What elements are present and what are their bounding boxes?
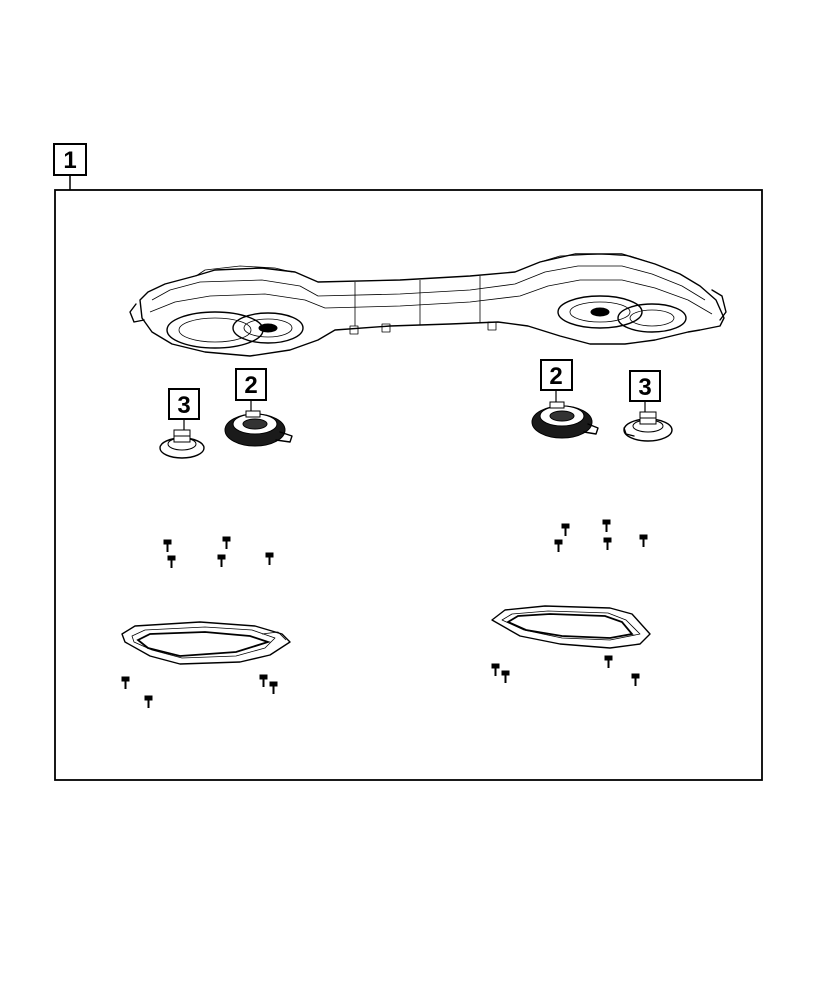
- callout-2-left-label: 2: [244, 372, 257, 399]
- screw: [604, 655, 613, 668]
- right-tweeter: [623, 411, 673, 442]
- left-screw-set: [163, 536, 274, 568]
- callout-1-label: 1: [63, 147, 76, 174]
- screw: [222, 536, 231, 549]
- screw: [121, 676, 130, 689]
- screw: [217, 554, 226, 567]
- screw: [491, 663, 500, 676]
- left-tweeter: [159, 429, 205, 459]
- screw: [554, 539, 563, 552]
- overhead-speaker-housing: [129, 253, 727, 357]
- screw: [602, 519, 611, 532]
- callout-3-left: 3: [168, 388, 200, 430]
- left-tweeter-group: 3: [159, 388, 205, 459]
- right-screw-set: [554, 519, 648, 552]
- screw: [265, 552, 274, 565]
- screw: [603, 537, 612, 550]
- callout-3-right: 3: [629, 370, 661, 412]
- callout-2-left: 2: [235, 368, 267, 412]
- callout-1: 1: [53, 143, 87, 190]
- screw: [631, 673, 640, 686]
- screw: [259, 674, 268, 687]
- right-tweeter-group: 3: [623, 370, 673, 442]
- right-speaker-group: 2: [531, 359, 599, 439]
- screw: [144, 695, 153, 708]
- right-speaker-grille: [491, 605, 651, 686]
- screw: [561, 523, 570, 536]
- screw: [163, 539, 172, 552]
- screw: [269, 681, 278, 694]
- right-speaker: [531, 401, 599, 439]
- callout-2-right: 2: [540, 359, 573, 402]
- callout-2-right-label: 2: [549, 363, 562, 390]
- left-speaker-group: 2: [224, 368, 293, 447]
- screw: [639, 534, 648, 547]
- screw: [501, 670, 510, 683]
- screw: [167, 555, 176, 568]
- left-speaker-grille: [121, 621, 291, 708]
- callout-3-left-label: 3: [177, 392, 190, 419]
- left-speaker: [224, 410, 293, 447]
- callout-3-right-label: 3: [638, 374, 651, 401]
- assembly-frame: [54, 189, 763, 781]
